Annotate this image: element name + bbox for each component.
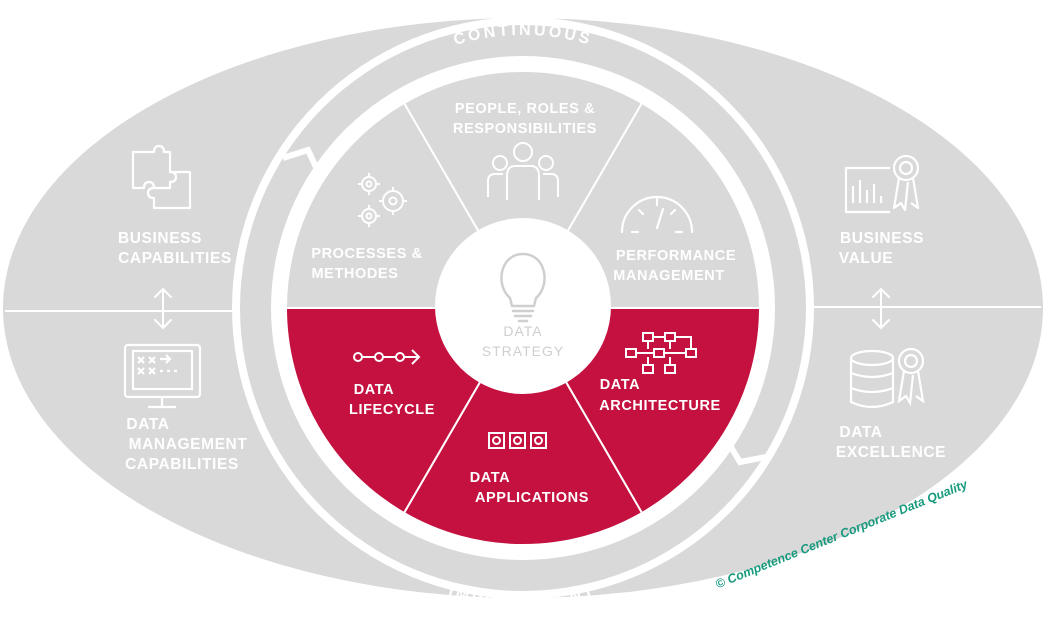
monitor-icon [123,343,202,409]
applications-label-line1: DATA [470,470,511,486]
data-management-line3: CAPABILITIES [125,456,239,473]
chart-award-icon [844,154,920,214]
applications-block: DATA APPLICATIONS [470,432,589,506]
people-label-line1: PEOPLE, ROLES & [455,101,595,117]
center-label-line1: DATA [503,323,542,339]
processes-label-line2: METHODES [312,266,399,282]
business-value-line1: BUSINESS [840,230,924,247]
ring-arrow-right [722,435,767,466]
people-label-line2: RESPONSIBILITIES [453,121,597,137]
center-label-line2: STRATEGY [482,343,564,359]
data-management-capabilities-block: DATA MANAGEMENT CAPABILITIES [123,343,248,473]
ring-arrow-left [282,146,325,182]
performance-block: PERFORMANCE MANAGEMENT [613,195,736,284]
business-capabilities-block: BUSINESS CAPABILITIES [118,144,232,330]
database-award-icon [849,347,925,409]
segment-people [402,69,644,310]
people-icon [487,142,559,200]
left-updown-arrow-icon [154,287,172,330]
business-capabilities-line2: CAPABILITIES [118,250,232,267]
lifecycle-icon [353,349,421,365]
architecture-icon [625,332,697,374]
performance-label-line1: PERFORMANCE [616,248,736,264]
puzzle-icon [131,144,192,210]
data-excellence-block: DATA EXCELLENCE [836,347,946,461]
lifecycle-label-line1: DATA [354,382,395,398]
center-hub: DATA STRATEGY [435,218,611,394]
performance-label-line2: MANAGEMENT [613,268,725,284]
applications-icon [488,432,547,449]
processes-block: PROCESSES & METHODES [311,173,422,282]
data-excellence-line1: DATA [839,424,882,441]
applications-label-line2: APPLICATIONS [475,490,589,506]
data-excellence-line2: EXCELLENCE [836,444,946,461]
data-management-line2: MANAGEMENT [129,436,248,453]
architecture-label-line2: ARCHITECTURE [599,398,721,414]
segment-applications [402,306,644,547]
gears-icon [358,173,407,227]
architecture-label-line1: DATA [600,377,641,393]
lightbulb-icon [500,252,546,323]
lifecycle-label-line2: LIFECYCLE [349,402,435,418]
processes-label-line1: PROCESSES & [311,246,422,262]
segments-wheel [284,69,762,547]
business-capabilities-line1: BUSINESS [118,230,202,247]
right-updown-arrow-icon [872,287,890,330]
business-value-block: BUSINESS VALUE [839,154,924,330]
business-value-line2: VALUE [839,250,893,267]
gauge-icon [620,195,694,234]
data-management-line1: DATA [126,416,169,433]
architecture-block: DATA ARCHITECTURE [599,332,721,414]
lifecycle-block: DATA LIFECYCLE [349,349,435,418]
people-block: PEOPLE, ROLES & RESPONSIBILITIES [453,101,597,200]
